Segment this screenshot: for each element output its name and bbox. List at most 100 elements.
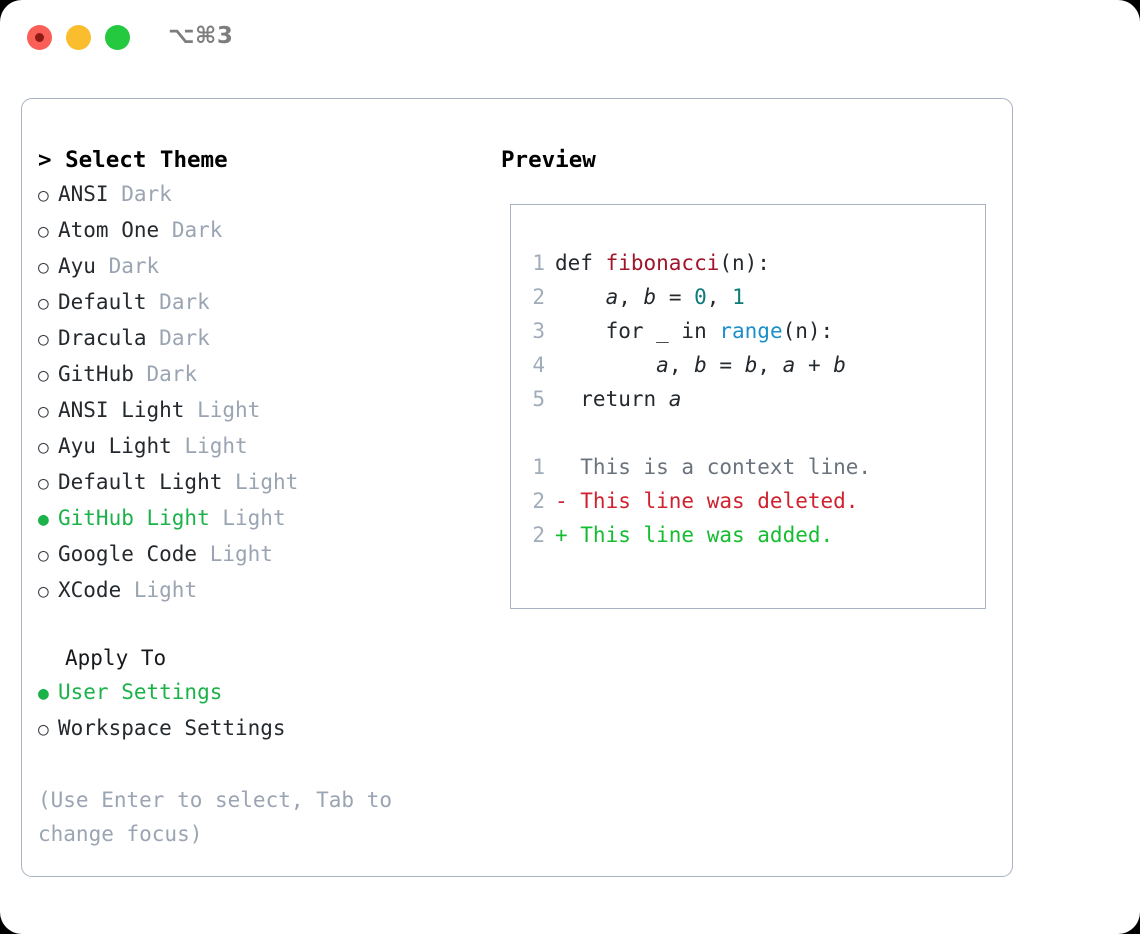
code-token-plain: (n): bbox=[782, 319, 834, 343]
theme-option-ayu-light[interactable]: ○ Ayu Light Light bbox=[38, 429, 488, 465]
keyboard-hint-text: (Use Enter to select, Tab to change focu… bbox=[38, 788, 393, 846]
diff-line-text: This is a context line. bbox=[555, 455, 872, 479]
code-line: 1 def fibonacci(n): bbox=[523, 246, 871, 280]
apply-to-section: Apply To ●User Settings ○ Workspace Settin… bbox=[38, 641, 488, 747]
theme-variant-tag: Light bbox=[133, 578, 198, 602]
code-line: 4 a, b = b, a + b bbox=[523, 348, 871, 382]
radio-unselected-icon: ○ bbox=[38, 473, 49, 494]
radio-unselected-icon: ○ bbox=[38, 581, 49, 602]
apply-to-label: Workspace Settings bbox=[58, 716, 286, 740]
code-token-plain: return bbox=[555, 387, 669, 411]
code-token-plain: = bbox=[706, 353, 745, 377]
theme-name: Ayu Light bbox=[58, 434, 172, 458]
radio-unselected-icon: ○ bbox=[38, 545, 49, 566]
code-token-plain: , bbox=[757, 353, 783, 377]
diff-line-added: 2 + This line was added. bbox=[523, 518, 871, 552]
theme-name: Default Light bbox=[58, 470, 223, 494]
diff-line-text: - This line was deleted. bbox=[555, 489, 859, 513]
theme-name: XCode bbox=[58, 578, 122, 602]
theme-name: Ayu bbox=[58, 254, 96, 278]
theme-option-ansi[interactable]: ○ ANSI Dark bbox=[38, 177, 488, 213]
code-token-var: a bbox=[605, 285, 619, 309]
theme-variant-tag: Light bbox=[184, 434, 248, 458]
code-token-var: b bbox=[694, 353, 707, 377]
theme-variant-tag: Light bbox=[222, 506, 286, 530]
theme-name: Atom One bbox=[58, 218, 160, 242]
theme-variant-tag: Dark bbox=[108, 254, 160, 278]
theme-variant-tag: Light bbox=[235, 470, 299, 494]
theme-option-default[interactable]: ○Default Dark bbox=[38, 285, 488, 321]
line-number: 5 bbox=[532, 387, 545, 411]
theme-variant-tag: Dark bbox=[171, 218, 223, 242]
code-token-plain: = bbox=[656, 285, 695, 309]
code-token-var: a bbox=[668, 387, 682, 411]
preview-heading: Preview bbox=[501, 147, 596, 173]
diff-line-text: + This line was added. bbox=[555, 523, 834, 547]
select-theme-heading: > Select Theme bbox=[38, 147, 228, 173]
radio-unselected-icon: ○ bbox=[38, 185, 49, 206]
code-token-var: a bbox=[782, 353, 796, 377]
code-token-var: b bbox=[833, 353, 846, 377]
theme-option-xcode[interactable]: ○ XCode Light bbox=[38, 573, 488, 609]
theme-name: Google Code bbox=[58, 542, 198, 566]
code-token-builtin: range bbox=[719, 319, 783, 343]
maximize-button[interactable] bbox=[105, 25, 130, 50]
apply-to-option-user-settings[interactable]: ●User Settings bbox=[38, 675, 488, 711]
theme-variant-tag: Light bbox=[197, 398, 261, 422]
theme-option-dracula[interactable]: ○Dracula Dark bbox=[38, 321, 488, 357]
line-number: 2 bbox=[532, 285, 545, 309]
code-token-fn: fibonacci bbox=[605, 251, 720, 275]
code-token-var: a bbox=[656, 353, 669, 377]
radio-selected-icon: ● bbox=[38, 509, 49, 530]
code-token-plain: def bbox=[555, 251, 606, 275]
minimize-button[interactable] bbox=[66, 25, 91, 50]
theme-variant-tag: Light bbox=[209, 542, 273, 566]
theme-variant-tag: Dark bbox=[146, 362, 198, 386]
code-token-var: b bbox=[744, 353, 758, 377]
theme-option-ansi-light[interactable]: ○ ANSI Light Light bbox=[38, 393, 488, 429]
apply-to-option-workspace-settings[interactable]: ○ Workspace Settings bbox=[38, 711, 488, 747]
theme-variant-tag: Dark bbox=[121, 182, 172, 206]
code-token-plain: , bbox=[706, 285, 733, 309]
radio-unselected-icon: ○ bbox=[38, 437, 49, 458]
apply-to-heading: Apply To bbox=[65, 646, 167, 670]
close-button[interactable] bbox=[27, 25, 52, 50]
recording-dot-icon bbox=[35, 33, 44, 42]
code-token-plain: (n): bbox=[719, 251, 770, 275]
theme-list[interactable]: ○ANSI Dark○Atom One Dark○Ayu Dark○Defaul… bbox=[38, 177, 488, 609]
theme-name: ANSI Light bbox=[58, 398, 185, 422]
code-token-plain bbox=[555, 280, 606, 314]
code-line: 2 a, b = 0, 1 bbox=[523, 280, 871, 314]
apply-to-list[interactable]: ●User Settings ○ Workspace Settings bbox=[38, 675, 488, 747]
code-token-plain: + bbox=[795, 353, 834, 377]
line-number: 2 bbox=[532, 523, 545, 547]
radio-unselected-icon: ○ bbox=[38, 401, 49, 422]
theme-name: Dracula bbox=[58, 326, 147, 350]
theme-name: GitHub bbox=[58, 362, 134, 386]
theme-option-default-light[interactable]: ○ Default Light Light bbox=[38, 465, 488, 501]
theme-option-ayu[interactable]: ○Ayu Dark bbox=[38, 249, 488, 285]
theme-option-google-code[interactable]: ○ Google Code Light bbox=[38, 537, 488, 573]
radio-unselected-icon: ○ bbox=[38, 293, 49, 314]
code-token-plain: , bbox=[668, 353, 695, 377]
line-number: 4 bbox=[532, 353, 545, 377]
line-number: 1 bbox=[532, 251, 545, 275]
code-line: 5 return a bbox=[523, 382, 871, 416]
keyboard-shortcut-label: ⌥⌘3 bbox=[168, 23, 234, 49]
radio-unselected-icon: ○ bbox=[38, 329, 49, 350]
code-blank-line bbox=[523, 416, 871, 450]
theme-selection-column: > Select Theme ○ANSI Dark○Atom One Dark○… bbox=[38, 143, 488, 851]
apply-to-label: User Settings bbox=[58, 680, 223, 704]
theme-option-github-light[interactable]: ●GitHub Light Light bbox=[38, 501, 488, 537]
diff-line-context: 1 This is a context line. bbox=[523, 450, 871, 484]
theme-name: ANSI bbox=[58, 182, 109, 206]
radio-unselected-icon: ○ bbox=[38, 719, 49, 740]
diff-line-deleted: 2- This line was deleted. bbox=[523, 484, 871, 518]
theme-option-github[interactable]: ○GitHub Dark bbox=[38, 357, 488, 393]
code-token-num: 0 bbox=[694, 285, 707, 309]
code-token-num: 1 bbox=[732, 285, 745, 309]
theme-option-atom-one[interactable]: ○Atom One Dark bbox=[38, 213, 488, 249]
